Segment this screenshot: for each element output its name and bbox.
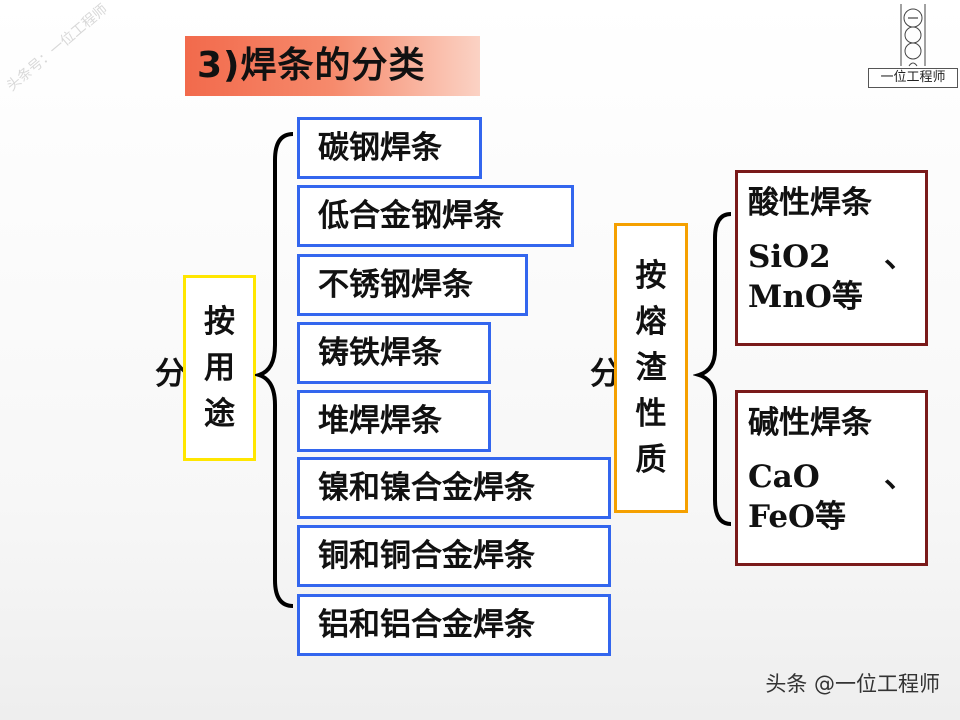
acid-electrode-line1: SiO2 、 bbox=[748, 237, 915, 277]
acid-electrode-line2: MnO等 bbox=[748, 279, 863, 315]
category-by-slag-char: 熔 bbox=[635, 304, 667, 340]
use-item: 铝和铝合金焊条 bbox=[297, 594, 611, 656]
logo: 一位工程师 bbox=[868, 2, 958, 88]
basic-electrode-box: 碱性焊条 CaO 、 FeO等 bbox=[735, 390, 928, 566]
logo-text: 一位工程师 bbox=[868, 68, 958, 88]
use-item: 堆焊焊条 bbox=[297, 390, 491, 452]
use-item: 铜和铜合金焊条 bbox=[297, 525, 611, 587]
watermark-bottom: 头条 @一位工程师 bbox=[765, 672, 940, 696]
acid-electrode-heading: 酸性焊条 bbox=[748, 185, 872, 221]
category-by-slag-char: 渣 bbox=[635, 350, 667, 386]
logo-emblem-icon bbox=[900, 4, 926, 67]
basic-electrode-line2: FeO等 bbox=[748, 499, 847, 535]
category-by-slag-char: 性 bbox=[635, 396, 667, 432]
basic-electrode-line1: CaO 、 bbox=[748, 457, 915, 497]
basic-separator: 、 bbox=[884, 459, 915, 495]
acid-separator: 、 bbox=[884, 239, 915, 275]
left-brace-icon bbox=[255, 132, 294, 608]
use-item: 铸铁焊条 bbox=[297, 322, 491, 384]
right-brace-icon bbox=[693, 212, 732, 526]
watermark-top: 头条号：一位工程师 bbox=[3, 1, 111, 95]
basic-electrode-heading: 碱性焊条 bbox=[748, 405, 872, 441]
acid-formula: SiO2 bbox=[748, 239, 831, 275]
category-by-use-char: 用 bbox=[204, 350, 235, 386]
use-item: 不锈钢焊条 bbox=[297, 254, 528, 316]
acid-electrode-box: 酸性焊条 SiO2 、 MnO等 bbox=[735, 170, 928, 346]
category-by-use: 按 用 途 bbox=[183, 275, 256, 461]
category-by-slag-char: 按 bbox=[635, 258, 667, 294]
category-by-use-char: 按 bbox=[204, 304, 235, 340]
use-item: 碳钢焊条 bbox=[297, 117, 482, 179]
page-title: 3)焊条的分类 bbox=[185, 36, 480, 96]
basic-formula: CaO bbox=[748, 459, 820, 495]
use-item: 镍和镍合金焊条 bbox=[297, 457, 611, 519]
fen-label-use: 分 bbox=[155, 356, 186, 392]
use-item: 低合金钢焊条 bbox=[297, 185, 574, 247]
category-by-slag: 按 熔 渣 性 质 bbox=[614, 223, 688, 513]
category-by-use-char: 途 bbox=[204, 396, 235, 432]
category-by-slag-char: 质 bbox=[635, 442, 667, 478]
